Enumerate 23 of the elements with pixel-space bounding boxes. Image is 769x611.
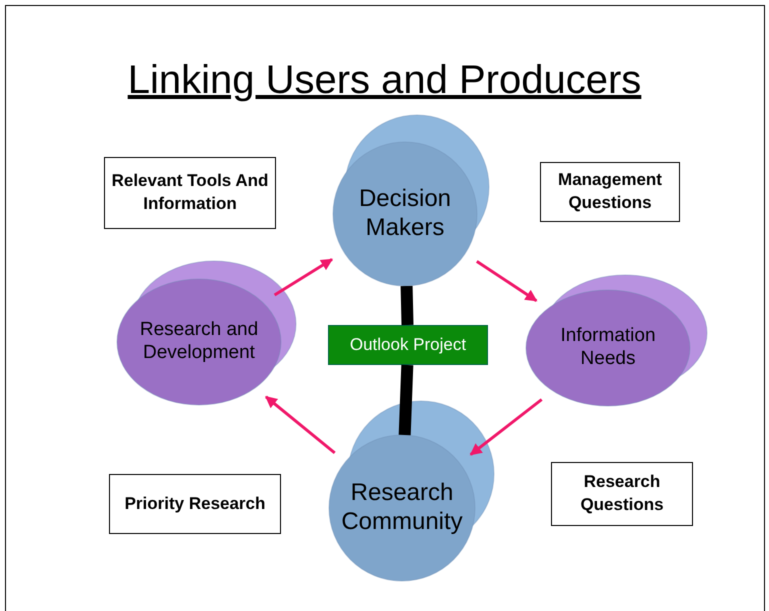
box-label: Management Questions: [557, 169, 663, 214]
project-box: [328, 325, 488, 365]
note-box: [540, 162, 680, 222]
title: Linking Users and Producers: [126, 58, 642, 103]
note-box: [104, 157, 276, 229]
arrow: [274, 258, 334, 296]
box-label: Research Questions: [579, 471, 665, 516]
arrow: [265, 396, 336, 454]
arrow: [476, 260, 538, 302]
ellipse-node: [525, 272, 710, 408]
note-box: [109, 474, 281, 534]
node-label: Research Community: [340, 479, 464, 537]
node-label: Decision Makers: [358, 185, 452, 243]
box-label: Relevant Tools And Information: [110, 170, 270, 215]
connector-line: [400, 286, 414, 326]
arrow: [470, 398, 543, 456]
node-label: Research and Development: [138, 319, 260, 365]
box-label: Priority Research: [124, 492, 266, 515]
node-label: Information Needs: [559, 325, 657, 371]
ellipse-node: [330, 112, 492, 288]
box-label: Outlook Project: [350, 334, 466, 356]
ellipse-node: [116, 260, 299, 408]
note-box: [551, 462, 693, 526]
